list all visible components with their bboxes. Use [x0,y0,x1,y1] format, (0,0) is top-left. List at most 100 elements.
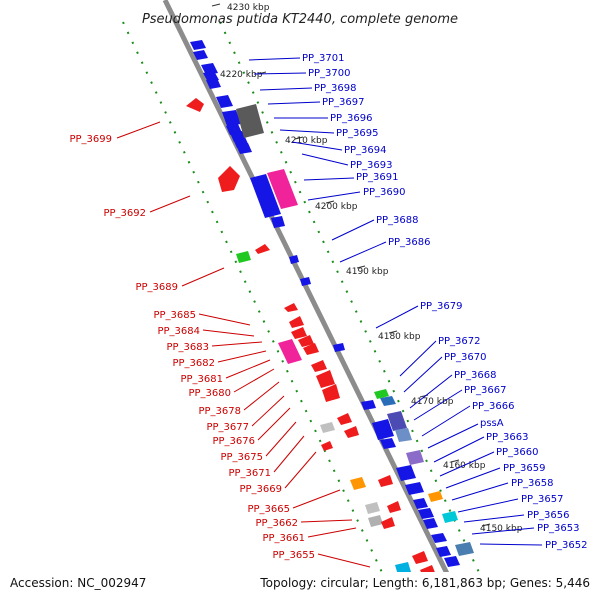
gene-arrow [284,303,298,312]
gene-label: PP_3696 [330,113,373,124]
gene-box [374,389,389,399]
forward-genes [190,40,460,567]
gene-arrow [298,335,314,347]
gene-label: PP_3663 [486,432,529,443]
gene-label: PP_3672 [438,336,481,347]
gene-label: PP_3671 [228,468,271,479]
map-title: Pseudomonas putida KT2440, complete geno… [142,12,458,27]
outer-dotted-ring [122,21,396,600]
gene-arrow [206,78,221,89]
inner-dotted-ring [219,21,493,600]
gene-label: PP_3670 [444,352,487,363]
gene-arrow [222,110,241,126]
gene-arrow [186,98,204,112]
gene-arrow [316,370,335,388]
gene-label: PP_3678 [198,406,241,417]
tick-label: 4170 kbp [411,397,454,407]
gene-box [320,422,335,433]
gene-box [455,542,474,556]
gene-label: PP_3655 [272,550,315,561]
gene-arrow [431,533,447,543]
gene-arrow [396,465,416,481]
gene-label: PP_3698 [314,83,357,94]
gene-label: PP_3683 [166,342,209,353]
gene-arrow [444,556,460,567]
gene-arrow [322,384,340,402]
gene-box [442,511,458,523]
gene-arrow [289,255,299,264]
gene-label: PP_3675 [220,452,263,463]
tick-label: 4230 kbp [227,3,270,13]
gene-label: PP_3666 [472,401,515,412]
gene-label: PP_3679 [420,301,463,312]
gene-label: PP_3688 [376,215,419,226]
pink-genes [267,169,302,364]
gene-arrow [381,517,395,529]
gene-label: PP_3701 [302,53,345,64]
gene-arrow [405,482,424,495]
gene-box [267,169,298,209]
gene-label: PP_3695 [336,128,379,139]
gene-box [387,411,407,431]
forward-gene-labels: PP_3701 PP_3700 PP_3698 PP_3697 PP_3696 … [302,53,588,551]
gene-label: PP_3652 [545,540,588,551]
gene-label: PP_3662 [255,518,298,529]
gene-label: PP_3690 [363,187,406,198]
gene-label: PP_3676 [212,436,255,447]
gene-box [365,502,380,514]
gene-arrow [412,551,428,564]
gene-label: PP_3669 [239,484,282,495]
gene-label: PP_3667 [464,385,507,396]
gene-arrow [289,316,304,328]
gene-box [350,477,366,490]
gene-label: PP_3653 [537,523,580,534]
gene-arrow [380,438,396,449]
gene-arrow [337,413,352,425]
gene-arrow [333,343,345,352]
gene-arrow [250,174,281,218]
gene-arrow [378,475,393,487]
gene-box [395,562,411,575]
gene-label: PP_3697 [322,97,365,108]
gene-label: PP_3682 [172,358,215,369]
forward-label-leaders [248,57,543,546]
reverse-genes [186,98,444,596]
gene-arrow [303,343,319,355]
gene-label: PP_3665 [247,504,290,515]
gene-label: PP_3656 [527,510,570,521]
gene-arrow [218,166,240,192]
gene-arrow [344,426,359,438]
tick-label: 4220 kbp [220,70,263,80]
gene-label: PP_3691 [356,172,399,183]
gene-arrow [193,50,208,60]
tick-labels: 4230 kbp 4220 kbp 4210 kbp 4200 kbp 4190… [220,3,523,534]
gene-arrow [436,546,451,557]
other-genes [236,104,474,575]
gene-label: PP_3685 [153,310,196,321]
gene-label: PP_3657 [521,494,564,505]
tick-label: 4150 kbp [480,524,523,534]
gene-arrow [423,518,438,529]
tick-label: 4180 kbp [378,332,421,342]
gene-arrow [236,143,252,154]
gene-label: PP_3699 [69,134,112,145]
reverse-gene-labels: PP_3699 PP_3692 PP_3689 PP_3685 PP_3684 … [69,134,315,561]
gene-arrow [190,40,206,50]
gene-label: PP_3694 [344,145,387,156]
tick-label: 4210 kbp [285,136,328,146]
gene-arrow [300,277,311,286]
gene-box [368,515,383,527]
gene-arrow [311,360,327,372]
gene-arrow [372,419,394,440]
reverse-label-leaders [116,121,371,568]
gene-box [278,339,302,364]
gene-box [236,251,251,263]
accession-text: Accession: NC_002947 [10,576,146,590]
gene-box [428,491,443,502]
gene-label: PP_3660 [496,447,539,458]
gene-label: PP_3659 [503,463,546,474]
gene-label: PP_3658 [511,478,554,489]
gene-label: PP_3661 [262,533,305,544]
